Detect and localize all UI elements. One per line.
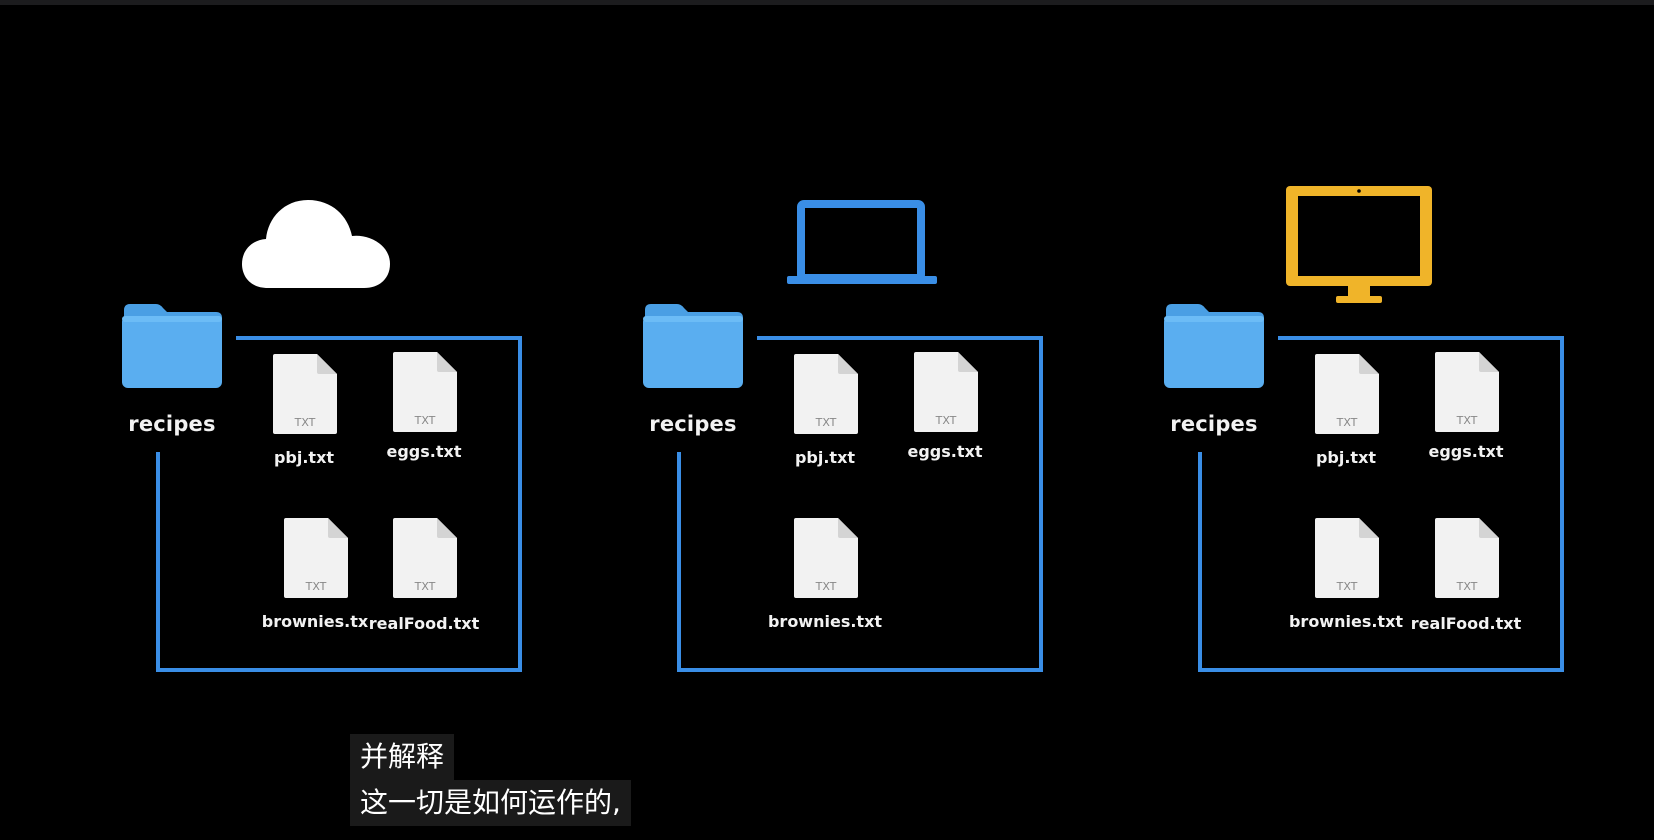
laptop-icon [787, 200, 937, 284]
txt-file-icon: TXT [273, 354, 337, 434]
folder-contents-bracket [156, 336, 522, 672]
top-bar [0, 0, 1654, 5]
subtitle-line-2: 这一切是如何运作的, [350, 780, 631, 826]
file-name: brownies.txt [767, 612, 883, 631]
file-name: pbj.txt [1315, 448, 1377, 467]
file-name: eggs.txt [386, 442, 462, 461]
txt-badge: TXT [305, 580, 327, 593]
file-eggs[interactable]: TXT eggs.txt [885, 350, 1005, 470]
subtitle-line-1: 并解释 [350, 734, 455, 780]
txt-badge: TXT [1456, 580, 1478, 593]
folder-icon[interactable] [120, 300, 224, 392]
file-eggs[interactable]: TXT eggs.txt [364, 350, 484, 470]
file-name: brownies.tx [261, 612, 369, 631]
video-subtitle: 并解释 这一切是如何运作的, [350, 734, 631, 826]
file-pbj[interactable]: TXT pbj.txt [1286, 352, 1406, 472]
folder-label: recipes [128, 412, 216, 436]
laptop-recipes-group: recipes TXT pbj.txt TXT eggs.txt [521, 0, 1043, 700]
txt-badge: TXT [815, 416, 837, 429]
txt-file-icon: TXT [1315, 518, 1379, 598]
txt-badge: TXT [294, 416, 316, 429]
monitor-icon [1286, 186, 1432, 303]
file-name: pbj.txt [273, 448, 335, 467]
txt-file-icon: TXT [393, 518, 457, 598]
file-brownies[interactable]: TXT brownies.txt [1286, 516, 1406, 636]
file-pbj[interactable]: TXT pbj.txt [765, 352, 885, 472]
folder-label: recipes [1170, 412, 1258, 436]
txt-file-icon: TXT [794, 518, 858, 598]
txt-badge: TXT [1336, 580, 1358, 593]
desktop-recipes-group: recipes TXT pbj.txt TXT eggs.txt [1042, 0, 1564, 700]
txt-file-icon: TXT [284, 518, 348, 598]
file-pbj[interactable]: TXT pbj.txt [244, 352, 364, 472]
txt-badge: TXT [935, 414, 957, 427]
txt-badge: TXT [414, 580, 436, 593]
folder-contents-bracket [1198, 336, 1564, 672]
file-realfood[interactable]: TXT realFood.txt [1406, 516, 1526, 636]
cloud-icon [242, 200, 390, 288]
file-name: realFood.txt [368, 614, 480, 633]
txt-badge: TXT [1336, 416, 1358, 429]
folder-icon[interactable] [1162, 300, 1266, 392]
txt-file-icon: TXT [1315, 354, 1379, 434]
txt-badge: TXT [1456, 414, 1478, 427]
file-realfood[interactable]: TXT realFood.txt [364, 516, 484, 636]
cloud-recipes-group: recipes TXT pbj.txt TXT eggs.txt [0, 0, 522, 700]
txt-badge: TXT [815, 580, 837, 593]
file-name: eggs.txt [907, 442, 983, 461]
file-brownies[interactable]: TXT brownies.txt [765, 516, 885, 636]
file-eggs[interactable]: TXT eggs.txt [1406, 350, 1526, 470]
txt-file-icon: TXT [393, 352, 457, 432]
txt-badge: TXT [414, 414, 436, 427]
folder-label: recipes [649, 412, 737, 436]
txt-file-icon: TXT [1435, 352, 1499, 432]
file-name: realFood.txt [1410, 614, 1522, 633]
txt-file-icon: TXT [794, 354, 858, 434]
txt-file-icon: TXT [914, 352, 978, 432]
file-brownies[interactable]: TXT brownies.tx [255, 516, 375, 636]
folder-contents-bracket [677, 336, 1043, 672]
file-name: pbj.txt [794, 448, 856, 467]
folder-icon[interactable] [641, 300, 745, 392]
file-name: brownies.txt [1288, 612, 1404, 631]
txt-file-icon: TXT [1435, 518, 1499, 598]
file-name: eggs.txt [1428, 442, 1504, 461]
